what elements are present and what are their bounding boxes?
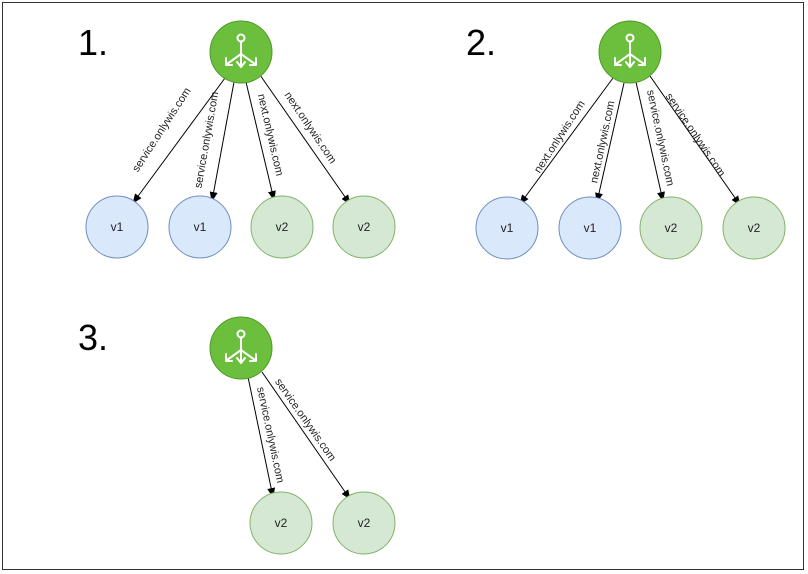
router-node-3 <box>209 316 273 380</box>
route-edge: next.onlywis.com <box>588 82 625 203</box>
node-label: v1 <box>111 220 124 234</box>
route-edge: service.onlywis.com <box>193 81 235 202</box>
service-node-v1: v1 <box>558 196 622 260</box>
service-node-v1: v1 <box>475 196 539 260</box>
node-label: v2 <box>275 516 288 530</box>
node-label: v2 <box>748 221 761 235</box>
node-label: v2 <box>358 516 371 530</box>
service-node-v2: v2 <box>249 491 313 555</box>
ingress-router-icon <box>225 329 257 364</box>
node-label: v1 <box>194 220 207 234</box>
service-node-v2: v2 <box>639 196 703 260</box>
router-node-1 <box>209 20 273 84</box>
step-number-label: 3. <box>78 317 108 358</box>
service-node-v2: v2 <box>332 491 396 555</box>
step-number-label: 1. <box>78 22 108 63</box>
service-node-v1: v1 <box>168 195 232 259</box>
edge-host-label: service.onlywis.com <box>130 86 193 175</box>
ingress-router-icon <box>225 33 257 68</box>
ingress-router-icon <box>614 33 646 68</box>
step-number-label: 2. <box>466 22 496 63</box>
service-node-v1: v1 <box>85 195 149 259</box>
node-label: v1 <box>501 221 514 235</box>
node-label: v2 <box>358 220 371 234</box>
service-node-v2: v2 <box>332 195 396 259</box>
route-edge: next.onlywis.com <box>245 81 285 201</box>
edge-host-label: next.onlywis.com <box>282 90 339 166</box>
router-node-2 <box>598 20 662 84</box>
edge-host-label: next.onlywis.com <box>588 100 617 184</box>
node-label: v2 <box>276 220 289 234</box>
service-node-v2: v2 <box>722 196 786 260</box>
edge-host-label: next.onlywis.com <box>532 99 588 176</box>
node-label: v1 <box>584 221 597 235</box>
service-node-v2: v2 <box>250 195 314 259</box>
edge-host-label: service.onlywis.com <box>272 376 338 463</box>
node-label: v2 <box>665 221 678 235</box>
